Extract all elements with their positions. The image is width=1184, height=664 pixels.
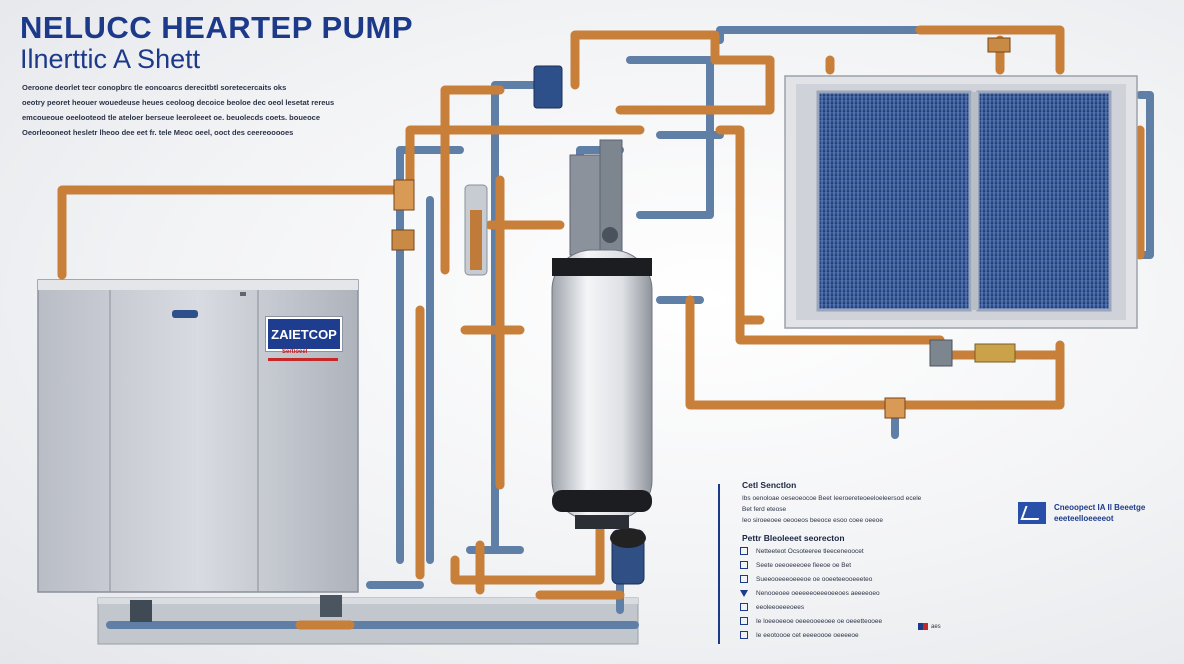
square-icon xyxy=(740,575,748,583)
unit-badge-sub-label: Sertioeel xyxy=(282,349,308,355)
spec-line: Bet ferd eteose xyxy=(742,506,787,513)
spec-line: Ieo siroeeoee oeooeos beeoce esoo coee o… xyxy=(742,517,883,524)
valve-fittings xyxy=(130,37,1016,622)
spec-line: Ibs oenoloae oeseoeocoe Beet Ieeroereteo… xyxy=(742,495,922,502)
spec-row: Netteeteot Ocsoteeree tleeceneoocet xyxy=(740,546,864,556)
intro-line: emcoueoue oeelooteod tle ateloer berseue… xyxy=(22,113,321,122)
page-subtitle: Ilnerttic A Shett xyxy=(20,44,201,74)
flag-text: aes xyxy=(931,623,941,630)
spec-section-title: Cetl Senctlon xyxy=(742,480,797,490)
square-icon xyxy=(740,617,748,625)
spec-row: eeoleeoeeeoees xyxy=(740,602,804,612)
copper-pipes xyxy=(57,25,1145,630)
spec-row-text: eeoleeoeeeoees xyxy=(756,603,805,611)
buffer-tank xyxy=(551,249,653,529)
flag-blue xyxy=(918,623,923,630)
square-icon xyxy=(740,603,748,611)
spec-row: Ie loeeoeeoe oeeeooeeoee oe oeeetteooee xyxy=(740,616,882,626)
spec-row-text: Netteeteot Ocsoteeree tleeceneoocet xyxy=(756,547,864,555)
flag-marker: aes xyxy=(918,623,941,630)
unit-badge: ZAIETCOP xyxy=(266,317,342,351)
spec-row-text: Ie eeotoooe cet eeeeoooe oeeeeoe xyxy=(756,631,859,639)
corp-logo-block: Cneoopect IA Il Beeetge eeeteelloeeeeot xyxy=(1018,502,1145,524)
corp-tagline: eeeteelloeeeeot xyxy=(1054,514,1114,523)
spec-row-text: Ie loeeoeeoe oeeeooeeoee oe oeeetteooee xyxy=(756,617,883,625)
base-platform-top xyxy=(98,598,638,604)
spec-row-text: Seete oeeoeeeoee fieeoe oe Bet xyxy=(756,561,852,569)
square-icon xyxy=(740,547,748,555)
spec-row: Seete oeeoeeeoee fieeoe oe Bet xyxy=(740,560,851,570)
spec-row-text: Nenooeoee oeeeeeoeeeoeeoes aeeeeoeo xyxy=(756,589,880,597)
spec-row: Nenooeoee oeeeeeoeeeoeeoes aeeeeoeo xyxy=(740,588,880,598)
intro-line: Oeroone deorlet tecr conopbrc tle eoncoa… xyxy=(22,83,287,92)
intro-text: Oeroone deorlet tecr conopbrc tle eoncoa… xyxy=(22,80,402,140)
outdoor-coil-unit xyxy=(784,75,1138,329)
square-icon xyxy=(740,631,748,639)
intro-line: oeotry peoret heouer wouedeuse heues ceo… xyxy=(22,98,335,107)
corp-logo-icon xyxy=(1018,502,1046,524)
spec-section-title: Pettr Bleoleeet seorecton xyxy=(742,533,845,543)
corp-name: Cneoopect IA Il Beeetge xyxy=(1054,503,1146,512)
unit-badge-stripe xyxy=(268,358,338,361)
page-title: NELUCC HEARTEP PUMP xyxy=(20,10,414,45)
intro-line: Oeorleooneot hesletr lheoo dee eet fr. t… xyxy=(22,128,294,137)
flag-red xyxy=(923,623,928,630)
spec-divider xyxy=(718,484,720,644)
spec-row-text: Sueeooeeeoeeeoe oe ooeeteeooeeeteo xyxy=(756,575,873,583)
square-icon xyxy=(740,561,748,569)
spec-row: Sueeooeeeoeeeoe oe ooeeteeooeeeteo xyxy=(740,574,872,584)
triangle-icon xyxy=(740,589,748,597)
spec-panel: Cetl Senctlon Ibs oenoloae oeseoeocoe Be… xyxy=(718,480,958,650)
spec-row: Ie eeotoooe cet eeeeoooe oeeeeoe xyxy=(740,630,859,640)
